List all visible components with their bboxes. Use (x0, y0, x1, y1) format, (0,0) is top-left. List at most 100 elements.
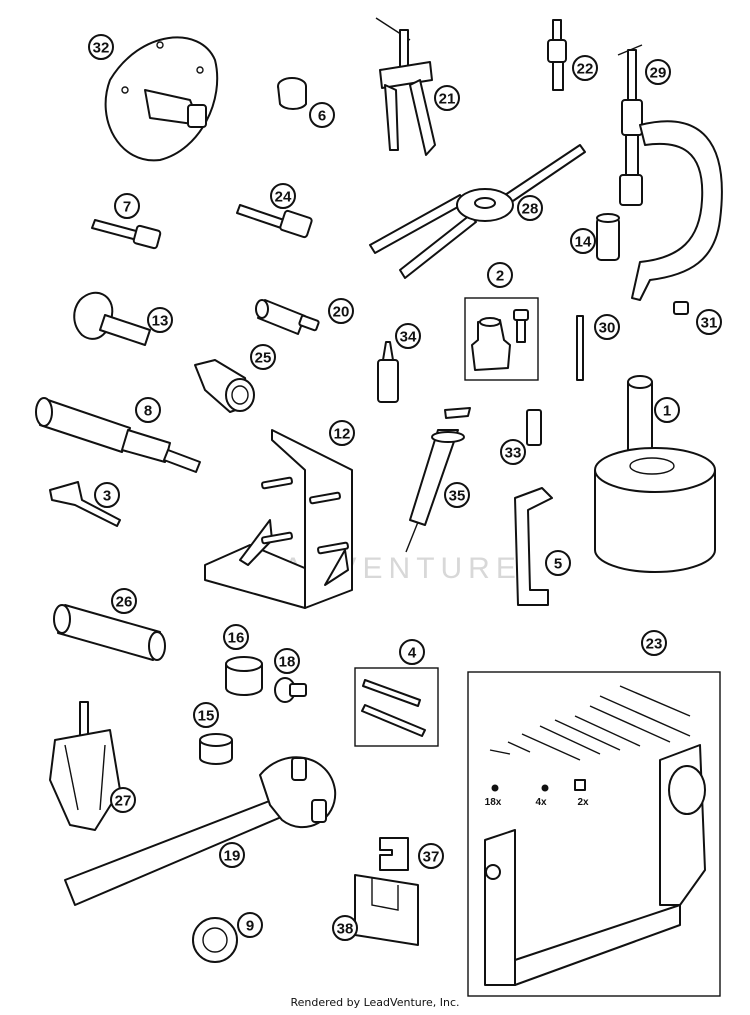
part-9-gear-tool (192, 917, 238, 963)
kit-qty-label: 2x (577, 797, 589, 808)
callout-label: 14 (575, 234, 592, 251)
callout-label: 30 (599, 320, 616, 337)
part-4-kit (354, 667, 439, 747)
callout-5: 5 (545, 550, 571, 576)
callout-label: 6 (318, 108, 326, 125)
callout-label: 1 (663, 403, 671, 420)
callout-label: 20 (333, 304, 350, 321)
part-6-ring (277, 77, 307, 110)
callout-38: 38 (332, 915, 358, 941)
callout-6: 6 (309, 102, 335, 128)
part-14-filter (596, 213, 620, 261)
part-19-pin-wrench (64, 756, 337, 906)
callout-label: 18 (279, 654, 296, 671)
credit-line: Rendered by LeadVenture, Inc. (290, 996, 460, 1009)
callout-12: 12 (329, 420, 355, 446)
callout-layer: 1234567891213141516181920212223242526272… (88, 34, 722, 941)
callout-35: 35 (444, 482, 470, 508)
part-2-kit (464, 297, 539, 381)
callout-16: 16 (223, 624, 249, 650)
part-37-shim (379, 837, 409, 871)
part-27-puller (49, 701, 121, 831)
callout-28: 28 (517, 195, 543, 221)
part-25-socket (194, 359, 255, 413)
callout-label: 34 (400, 329, 417, 346)
kit-qty-label: 4x (535, 797, 547, 808)
callout-13: 13 (147, 307, 173, 333)
callout-label: 29 (650, 65, 667, 82)
callout-24: 24 (270, 183, 296, 209)
callout-label: 22 (577, 61, 594, 78)
part-28-holding-tool (369, 144, 586, 279)
callout-label: 8 (144, 403, 152, 420)
callout-19: 19 (219, 842, 245, 868)
part-32-flywheel-puller (104, 36, 219, 162)
part-1-press-tool (594, 375, 716, 573)
callout-label: 28 (522, 201, 539, 218)
callout-label: 7 (123, 199, 131, 216)
callout-label: 23 (646, 636, 663, 653)
part-26-socket (53, 604, 166, 661)
part-16-bushing (225, 656, 263, 696)
part-12-angle-plate (204, 429, 353, 609)
callout-label: 37 (423, 849, 440, 866)
part-8-drift (35, 397, 201, 473)
callout-label: 32 (93, 40, 110, 57)
callout-22: 22 (572, 55, 598, 81)
callout-label: 4 (408, 645, 417, 662)
callout-33: 33 (500, 439, 526, 465)
callout-29: 29 (645, 59, 671, 85)
callout-1: 1 (654, 397, 680, 423)
callout-21: 21 (434, 85, 460, 111)
callout-label: 5 (554, 556, 562, 573)
callout-label: 27 (115, 793, 132, 810)
callout-8: 8 (135, 397, 161, 423)
callout-label: 13 (152, 313, 169, 330)
callout-23: 23 (641, 630, 667, 656)
callout-14: 14 (570, 228, 596, 254)
callout-20: 20 (328, 298, 354, 324)
callout-18: 18 (274, 648, 300, 674)
part-7-pin (91, 219, 162, 250)
part-29-valve-spring-compressor (617, 44, 723, 301)
callout-25: 25 (250, 344, 276, 370)
part-3-hex-keys (49, 481, 121, 527)
part-23-kit (467, 671, 721, 997)
callout-32: 32 (88, 34, 114, 60)
callout-9: 9 (237, 912, 263, 938)
part-21-puller (375, 17, 436, 156)
part-20-sleeve (255, 299, 320, 335)
callout-label: 26 (116, 594, 133, 611)
callout-label: 35 (449, 488, 466, 505)
part-5-bracket (514, 487, 553, 606)
kit-qty-label: 18x (485, 797, 502, 808)
part-31-insert (673, 301, 689, 315)
part-15-bushing (199, 733, 233, 765)
callout-label: 31 (701, 315, 718, 332)
part-18-adapter (274, 677, 307, 703)
callout-label: 33 (505, 445, 522, 462)
callout-label: 24 (275, 189, 292, 206)
callout-label: 19 (224, 848, 241, 865)
part-24-pin (236, 204, 313, 239)
part-13-handle (73, 291, 151, 346)
part-33-adapter (526, 409, 542, 446)
callout-37: 37 (418, 843, 444, 869)
callout-label: 16 (228, 630, 245, 647)
callout-label: 38 (337, 921, 354, 938)
callout-label: 15 (198, 708, 215, 725)
callout-26: 26 (111, 588, 137, 614)
callout-label: 9 (246, 918, 254, 935)
callout-4: 4 (399, 639, 425, 665)
callout-label: 25 (255, 350, 272, 367)
callout-27: 27 (110, 787, 136, 813)
part-34-bottle (377, 341, 399, 403)
callout-34: 34 (395, 323, 421, 349)
callout-label: 12 (334, 426, 351, 443)
callout-7: 7 (114, 193, 140, 219)
callout-3: 3 (94, 482, 120, 508)
callout-30: 30 (594, 314, 620, 340)
part-35-syringe (405, 407, 471, 553)
part-30-pin (576, 315, 584, 381)
